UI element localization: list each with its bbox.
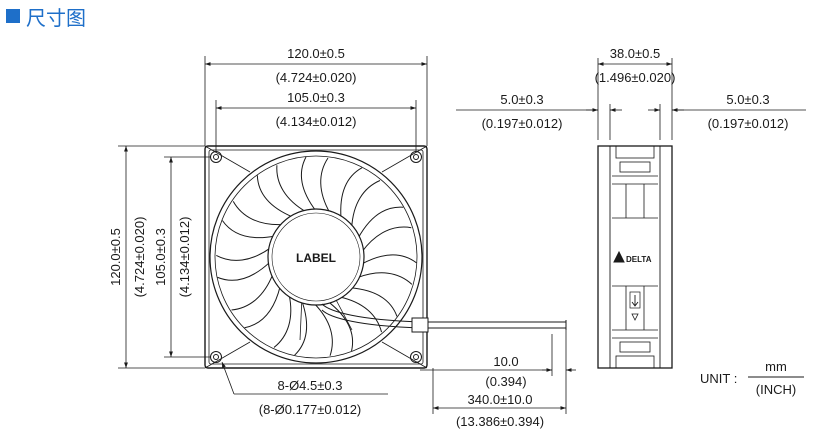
unit-prefix: UNIT :	[700, 371, 737, 386]
fan-cable	[321, 303, 567, 333]
flange-right-mm: 5.0±0.3	[726, 92, 769, 107]
unit-denominator: (INCH)	[756, 382, 796, 397]
delta-logo-icon	[613, 250, 625, 263]
hole-spacing-dim-mm: 105.0±0.3	[287, 90, 345, 105]
side-brand-label: DELTA	[626, 255, 652, 264]
hub-label: LABEL	[296, 251, 336, 265]
strip-length-inch: (0.394)	[485, 374, 526, 389]
title-text: 尺寸图	[26, 5, 86, 30]
title-square-icon	[6, 9, 20, 23]
width-dim-inch: (4.724±0.020)	[276, 70, 357, 85]
fan-blades	[216, 156, 417, 356]
unit-legend: UNIT : mm (INCH)	[700, 359, 804, 397]
front-view	[204, 145, 567, 369]
hole-spacing-dim-inch: (4.134±0.012)	[276, 114, 357, 129]
hole-spacing-v-dim-inch: (4.134±0.012)	[177, 217, 192, 298]
hole-dia-mm: 8-Ø4.5±0.3	[278, 378, 343, 393]
height-dim-inch: (4.724±0.020)	[132, 217, 147, 298]
unit-numerator: mm	[765, 359, 787, 374]
fan-shroud	[209, 150, 423, 364]
side-dimensions	[456, 58, 806, 140]
depth-dim-inch: (1.496±0.020)	[595, 70, 676, 85]
flange-right-inch: (0.197±0.012)	[708, 116, 789, 131]
flange-left-inch: (0.197±0.012)	[482, 116, 563, 131]
height-dim-mm: 120.0±0.5	[108, 228, 123, 286]
cable-dimensions	[420, 330, 576, 414]
hole-dia-inch: (8-Ø0.177±0.012)	[259, 402, 362, 417]
width-dim-mm: 120.0±0.5	[287, 46, 345, 61]
cable-length-mm: 340.0±10.0	[468, 392, 533, 407]
front-dimensions	[118, 56, 428, 395]
strip-length-mm: 10.0	[493, 354, 518, 369]
fan-frame	[204, 145, 428, 369]
hole-spacing-v-dim-mm: 105.0±0.3	[153, 228, 168, 286]
fan-hub	[267, 208, 365, 306]
side-view	[597, 145, 673, 369]
airflow-arrow-icon	[631, 295, 639, 307]
depth-dim-mm: 38.0±0.5	[610, 46, 661, 61]
flange-left-mm: 5.0±0.3	[500, 92, 543, 107]
cable-length-inch: (13.386±0.394)	[456, 414, 544, 429]
page-title: 尺寸图	[6, 2, 86, 30]
